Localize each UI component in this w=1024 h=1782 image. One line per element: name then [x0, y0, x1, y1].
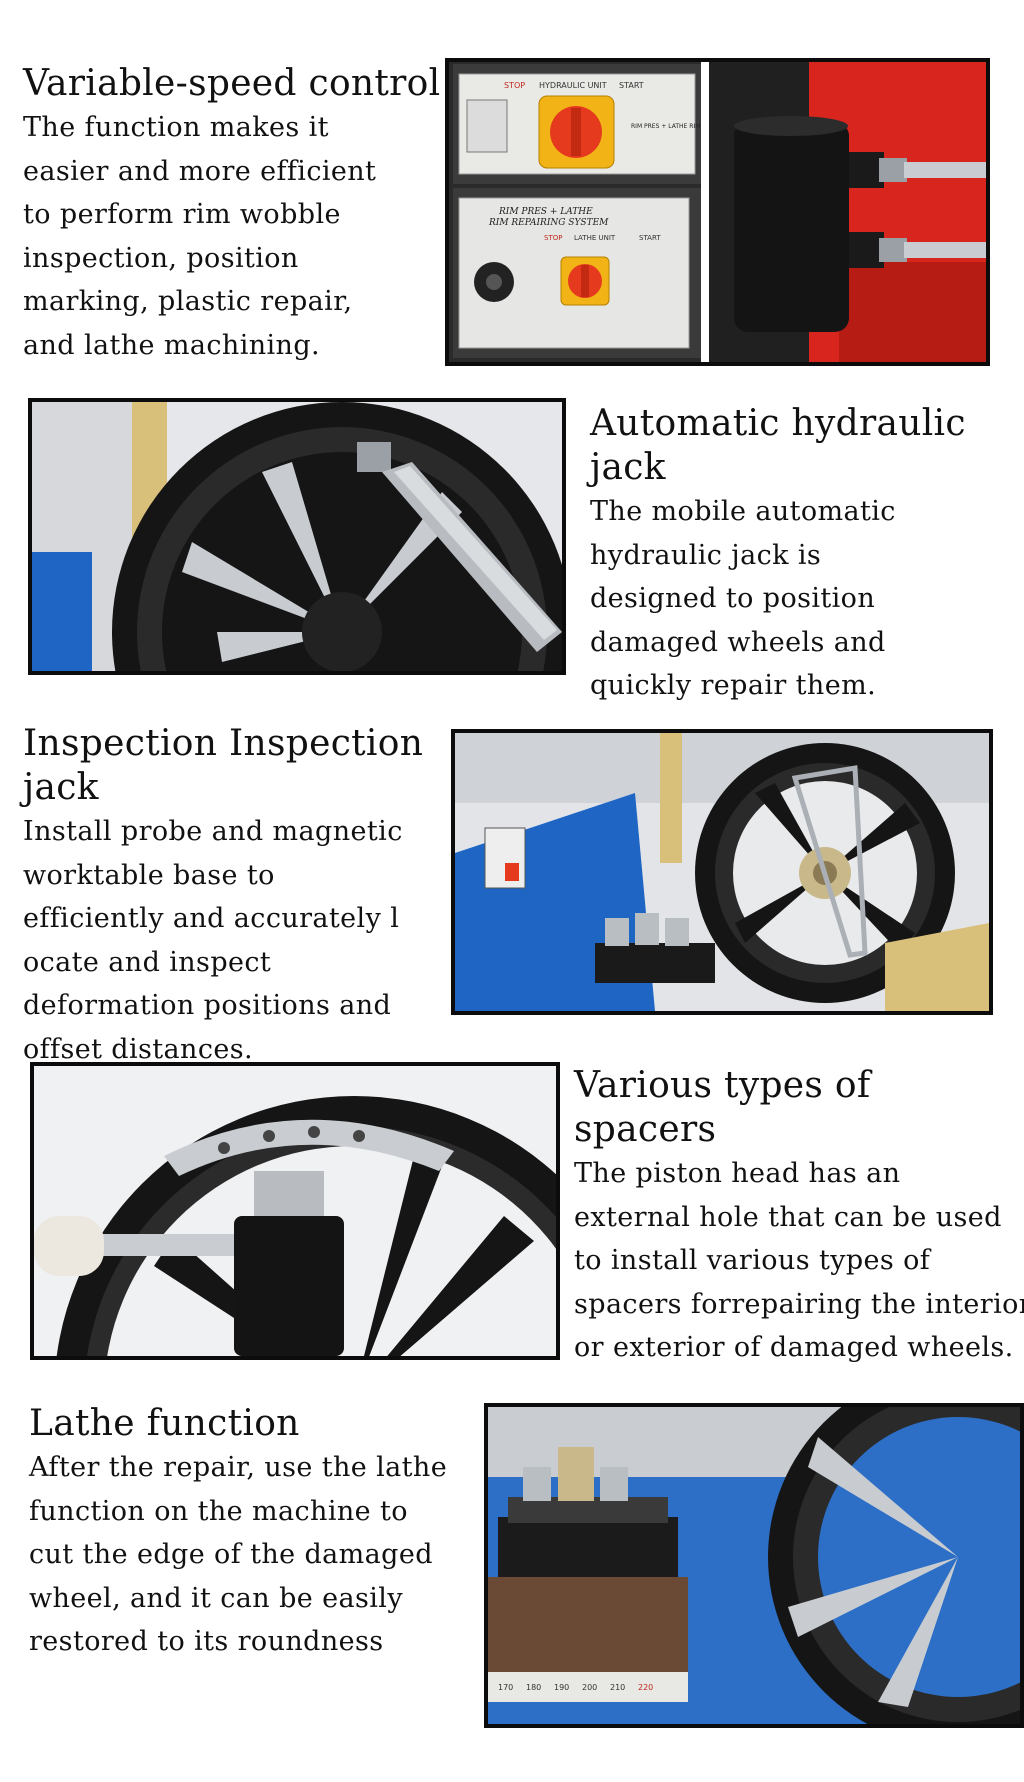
section-2-heading: Automatic hydraulic jack — [590, 402, 1010, 490]
section-3-line: efficiently and accurately l — [23, 903, 400, 934]
inspection-probe-photo — [451, 729, 993, 1015]
panel-1-unit-label: HYDRAULIC UNIT — [539, 81, 607, 90]
section-spacers: Various types of spacers The piston head… — [0, 1060, 1024, 1390]
section-3-heading: Inspection Inspection jack — [23, 722, 453, 810]
section-1-line: and lathe machining. — [23, 329, 321, 361]
hydraulic-jack-photo — [28, 398, 566, 675]
section-3-heading-line: Inspection Inspection — [23, 723, 424, 764]
section-4-line: The piston head has an — [574, 1158, 901, 1189]
section-variable-speed: Variable-speed control The function make… — [0, 0, 1024, 380]
section-2-line: The mobile automatic — [590, 496, 896, 527]
ruler-tick: 220 — [638, 1683, 653, 1692]
section-2-text: Automatic hydraulic jack The mobile auto… — [590, 402, 1010, 708]
lathe-tool-photo: 170 180 190 200 210 220 — [484, 1403, 1024, 1728]
section-4-line: external hole that can be used — [574, 1201, 1002, 1233]
section-5-heading: Lathe function — [29, 1403, 300, 1444]
section-5-line: wheel, and it can be easily — [29, 1582, 403, 1614]
ruler-tick: 170 — [498, 1683, 513, 1692]
section-3-text: Inspection Inspection jack Install probe… — [23, 722, 453, 1071]
section-1-body: The function makes it easier and more ef… — [23, 106, 443, 367]
section-3-line: ocate and inspect — [23, 946, 272, 978]
panel-2-stop-label: STOP — [544, 234, 562, 242]
control-panel-photo: STOP HYDRAULIC UNIT START RIM PRES + LAT… — [445, 58, 990, 366]
section-4-text: Various types of spacers The piston head… — [574, 1064, 1024, 1370]
section-4-heading-line: Various types of — [574, 1065, 871, 1106]
section-hydraulic-jack: Automatic hydraulic jack The mobile auto… — [0, 380, 1024, 710]
section-2-line: designed to position — [590, 583, 876, 614]
section-1-text: Variable-speed control The function make… — [23, 62, 443, 367]
section-1-line: easier and more efficient — [23, 155, 377, 187]
section-5-line: restored to its roundness — [29, 1626, 384, 1657]
panel-2-title-2: RIM REPAIRING SYSTEM — [488, 218, 609, 228]
section-1-line: inspection, position — [23, 242, 299, 274]
section-4-body: The piston head has an external hole tha… — [574, 1152, 1024, 1370]
section-4-line: spacers forrepairing the interior — [574, 1288, 1024, 1320]
section-1-line: to perform rim wobble — [23, 199, 341, 230]
panel-2-title-1: RIM PRES + LATHE — [498, 207, 593, 217]
section-3-body: Install probe and magnetic worktable bas… — [23, 810, 453, 1071]
section-3-line: offset distances. — [23, 1033, 253, 1065]
section-2-line: hydraulic jack is — [590, 539, 822, 571]
section-4-line: or exterior of damaged wheels. — [574, 1332, 1014, 1363]
panel-2-unit-label: LATHE UNIT — [574, 234, 616, 242]
section-2-heading-line: jack — [590, 447, 666, 488]
section-4-line: to install various types of — [574, 1245, 931, 1276]
section-1-heading: Variable-speed control — [23, 63, 441, 104]
section-3-heading-line: jack — [23, 767, 99, 808]
section-5-line: After the repair, use the lathe — [29, 1452, 448, 1483]
section-3-line: Install probe and magnetic — [23, 816, 403, 847]
section-1-line: The function makes it — [23, 112, 329, 143]
section-inspection-jack: Inspection Inspection jack Install probe… — [0, 710, 1024, 1065]
ruler-tick: 210 — [610, 1683, 625, 1692]
section-lathe: Lathe function After the repair, use the… — [0, 1390, 1024, 1782]
ruler-tick: 200 — [582, 1683, 597, 1692]
section-5-text: Lathe function After the repair, use the… — [29, 1402, 479, 1664]
panel-2-start-label: START — [639, 234, 661, 242]
section-4-heading-line: spacers — [574, 1109, 717, 1150]
panel-1-start-label: START — [619, 81, 644, 90]
section-2-heading-line: Automatic hydraulic — [590, 403, 966, 444]
section-5-line: cut the edge of the damaged — [29, 1539, 433, 1570]
ruler-tick: 190 — [554, 1683, 569, 1692]
section-1-line: marking, plastic repair, — [23, 286, 353, 317]
section-3-line: deformation positions and — [23, 990, 392, 1021]
spacer-piston-photo — [30, 1062, 560, 1360]
panel-1-brand: RIM PRES + LATHE RIM REPAIRING SYSTEM — [631, 123, 760, 130]
panel-1-stop-label: STOP — [504, 81, 525, 90]
section-4-heading: Various types of spacers — [574, 1064, 1019, 1152]
section-2-line: quickly repair them. — [590, 670, 877, 701]
section-2-line: damaged wheels and — [590, 626, 886, 658]
section-5-line: function on the machine to — [29, 1495, 408, 1527]
section-3-line: worktable base to — [23, 859, 275, 891]
section-5-body: After the repair, use the lathe function… — [29, 1446, 479, 1664]
ruler-tick: 180 — [526, 1683, 541, 1692]
section-2-body: The mobile automatic hydraulic jack is d… — [590, 490, 1010, 708]
